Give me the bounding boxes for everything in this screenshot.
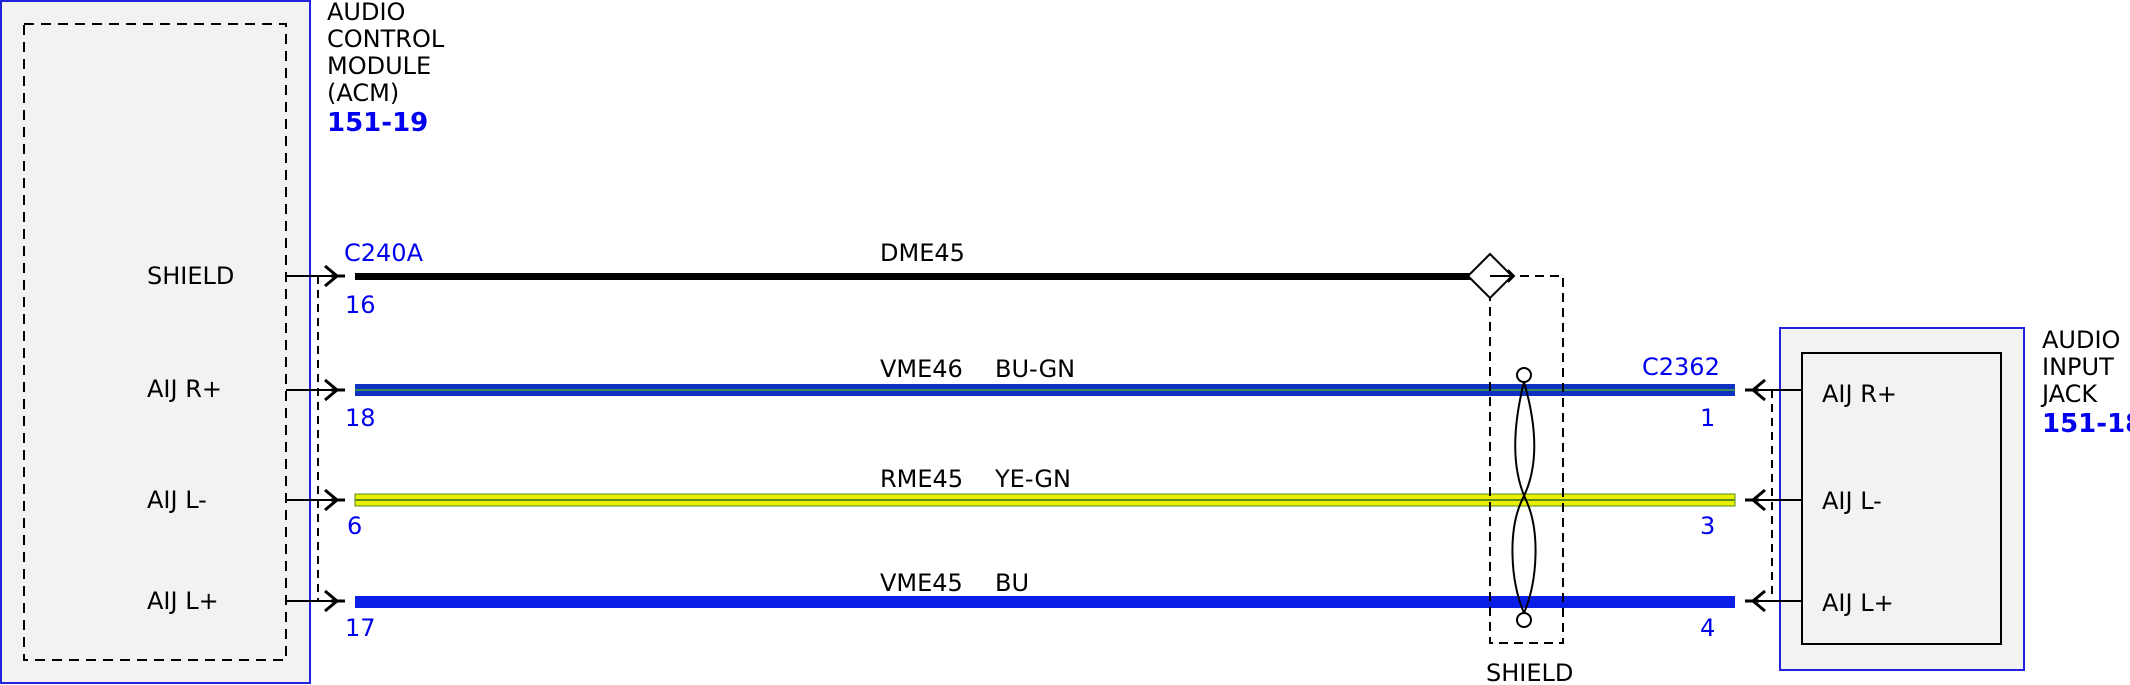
wire-circuit-rme45: RME45 [880, 465, 963, 493]
right-pin-stubs [1752, 389, 1802, 602]
audio-control-module: AUDIO CONTROL MODULE (ACM) 151-19 SHIELD… [0, 0, 445, 684]
connector-c240a-label[interactable]: C240A [344, 239, 424, 267]
jack-name-line-1: AUDIO [2042, 326, 2120, 354]
jack-pin-label-aij-r-plus: AIJ R+ [1822, 380, 1897, 408]
connector-outlines [317, 276, 1773, 601]
left-pin-number-6: 6 [347, 512, 362, 540]
jack-pin-label-aij-l-plus: AIJ L+ [1822, 589, 1894, 617]
acm-name-line-4: (ACM) [327, 79, 399, 107]
wire-circuit-dme45: DME45 [880, 239, 965, 267]
wire-vme46[interactable] [355, 384, 1735, 396]
twisted-pair-icon [1511, 367, 1537, 628]
wire-color-vme45: BU [995, 569, 1029, 597]
acm-pin-label-aij-r-plus: AIJ R+ [147, 375, 222, 403]
acm-name-line-2: CONTROL [327, 25, 445, 53]
wire-circuit-vme46: VME46 [880, 355, 963, 383]
right-pin-number-3: 3 [1700, 512, 1715, 540]
left-pin-number-18: 18 [345, 404, 376, 432]
acm-ref-link[interactable]: 151-19 [327, 108, 428, 138]
left-pin-number-17: 17 [345, 614, 376, 642]
jack-pin-label-aij-l-minus: AIJ L- [1822, 487, 1882, 515]
connector-c2362-label[interactable]: C2362 [1642, 353, 1720, 381]
right-terminal-glyphs [1745, 378, 1766, 613]
jack-ref-link[interactable]: 151-18 [2042, 409, 2130, 439]
acm-name-line-1: AUDIO [327, 0, 405, 26]
jack-name-line-2: INPUT [2042, 353, 2114, 381]
wire-color-vme46: BU-GN [995, 355, 1075, 383]
wire-color-rme45: YE-GN [994, 465, 1071, 493]
wire-rme45[interactable] [354, 493, 1736, 507]
left-pin-number-16: 16 [345, 291, 376, 319]
acm-pin-label-shield: SHIELD [147, 262, 234, 290]
audio-input-jack: AUDIO INPUT JACK 151-18 AIJ R+ AIJ L- AI… [1779, 326, 2130, 671]
acm-name-line-3: MODULE [327, 52, 431, 80]
shield-enclosure: SHIELD [1466, 252, 1573, 685]
left-terminal-glyphs [324, 264, 345, 613]
acm-pin-label-aij-l-plus: AIJ L+ [147, 587, 219, 615]
shield-label: SHIELD [1486, 659, 1573, 685]
wire-circuit-vme45: VME45 [880, 569, 963, 597]
wire-vme45[interactable] [355, 596, 1735, 608]
acm-pin-label-aij-l-minus: AIJ L- [147, 486, 207, 514]
jack-name-line-3: JACK [2040, 380, 2098, 408]
right-pin-number-4: 4 [1700, 614, 1715, 642]
right-pin-number-1: 1 [1700, 404, 1715, 432]
wire-dme45[interactable] [355, 273, 1490, 280]
